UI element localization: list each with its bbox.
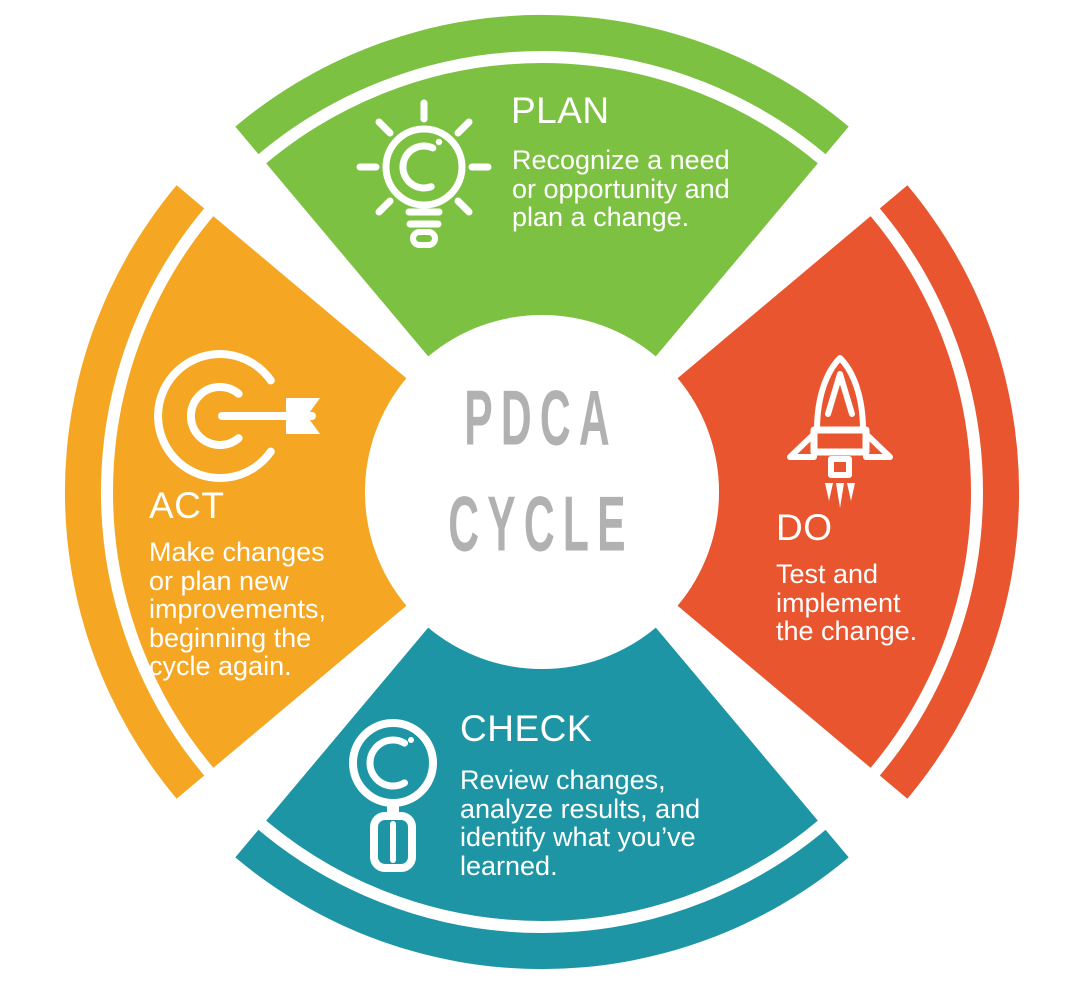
center-title-line2: CYCLE — [448, 481, 634, 569]
plan-label: PLAN — [511, 90, 610, 131]
petal-plan — [235, 14, 849, 357]
petal-act — [64, 185, 407, 799]
target-icon — [148, 342, 338, 487]
magnifier-icon — [345, 716, 455, 881]
petal-do — [677, 185, 1020, 799]
act-description: Make changes or plan new improvements, b… — [149, 537, 327, 681]
act-label: ACT — [149, 485, 225, 526]
center-title-line1: PDCA — [464, 375, 618, 463]
plan-description: Recognize a need or opportunity and plan… — [512, 145, 730, 232]
check-label: CHECK — [460, 708, 593, 749]
petal-check — [235, 627, 849, 970]
lightbulb-icon — [350, 95, 500, 255]
check-description: Review changes, analyze results, and ide… — [460, 765, 701, 881]
rocket-icon — [770, 350, 910, 515]
do-label: DO — [776, 507, 833, 548]
outer-stripe-ring — [101, 51, 983, 933]
do-description: Test and implement the change. — [776, 559, 918, 646]
